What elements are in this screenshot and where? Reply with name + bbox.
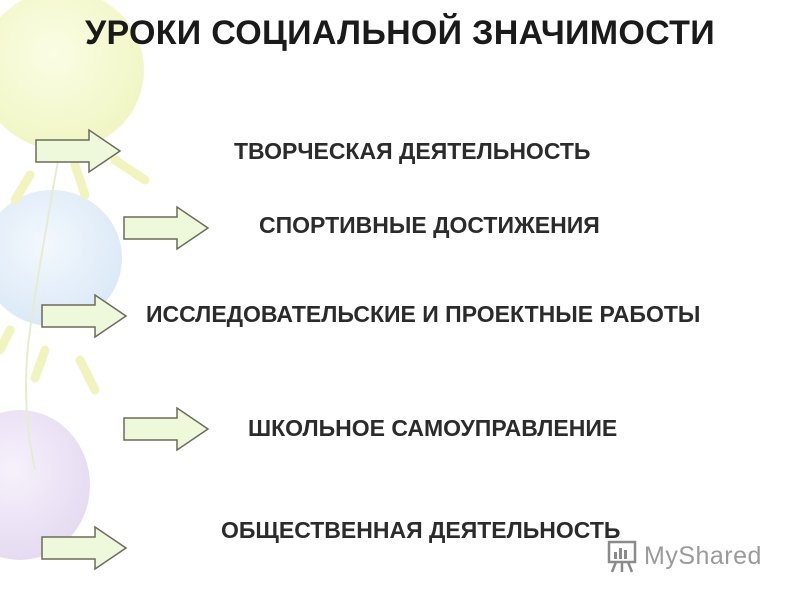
sun-rays (0, 155, 150, 395)
item-school-self-government: ШКОЛЬНОЕ САМОУПРАВЛЕНИЕ (248, 415, 618, 441)
arrow-right-icon (35, 128, 122, 174)
balloon-yellow (0, 0, 144, 150)
item-sports-achievements: СПОРТИВНЫЕ ДОСТИЖЕНИЯ (259, 212, 600, 238)
slide-title: УРОКИ СОЦИАЛЬНОЙ ЗНАЧИМОСТИ (85, 14, 715, 52)
presentation-board-icon (607, 540, 637, 573)
watermark-text: MyShared (644, 541, 762, 570)
balloon-blue (0, 190, 122, 326)
arrow-right-icon (123, 406, 210, 452)
arrow-right-icon (123, 205, 210, 251)
balloon-string (25, 149, 61, 471)
item-research-projects: ИССЛЕДОВАТЕЛЬСКИЕ И ПРОЕКТНЫЕ РАБОТЫ (146, 301, 701, 327)
balloon-purple (0, 410, 90, 560)
item-public-activity: ОБЩЕСТВЕННАЯ ДЕЯТЕЛЬНОСТЬ (221, 517, 621, 543)
watermark-logo: MyShared (606, 536, 776, 576)
item-creative-activity: ТВОРЧЕСКАЯ ДЕЯТЕЛЬНОСТЬ (234, 138, 591, 164)
arrow-right-icon (41, 525, 128, 571)
arrow-right-icon (41, 293, 128, 339)
